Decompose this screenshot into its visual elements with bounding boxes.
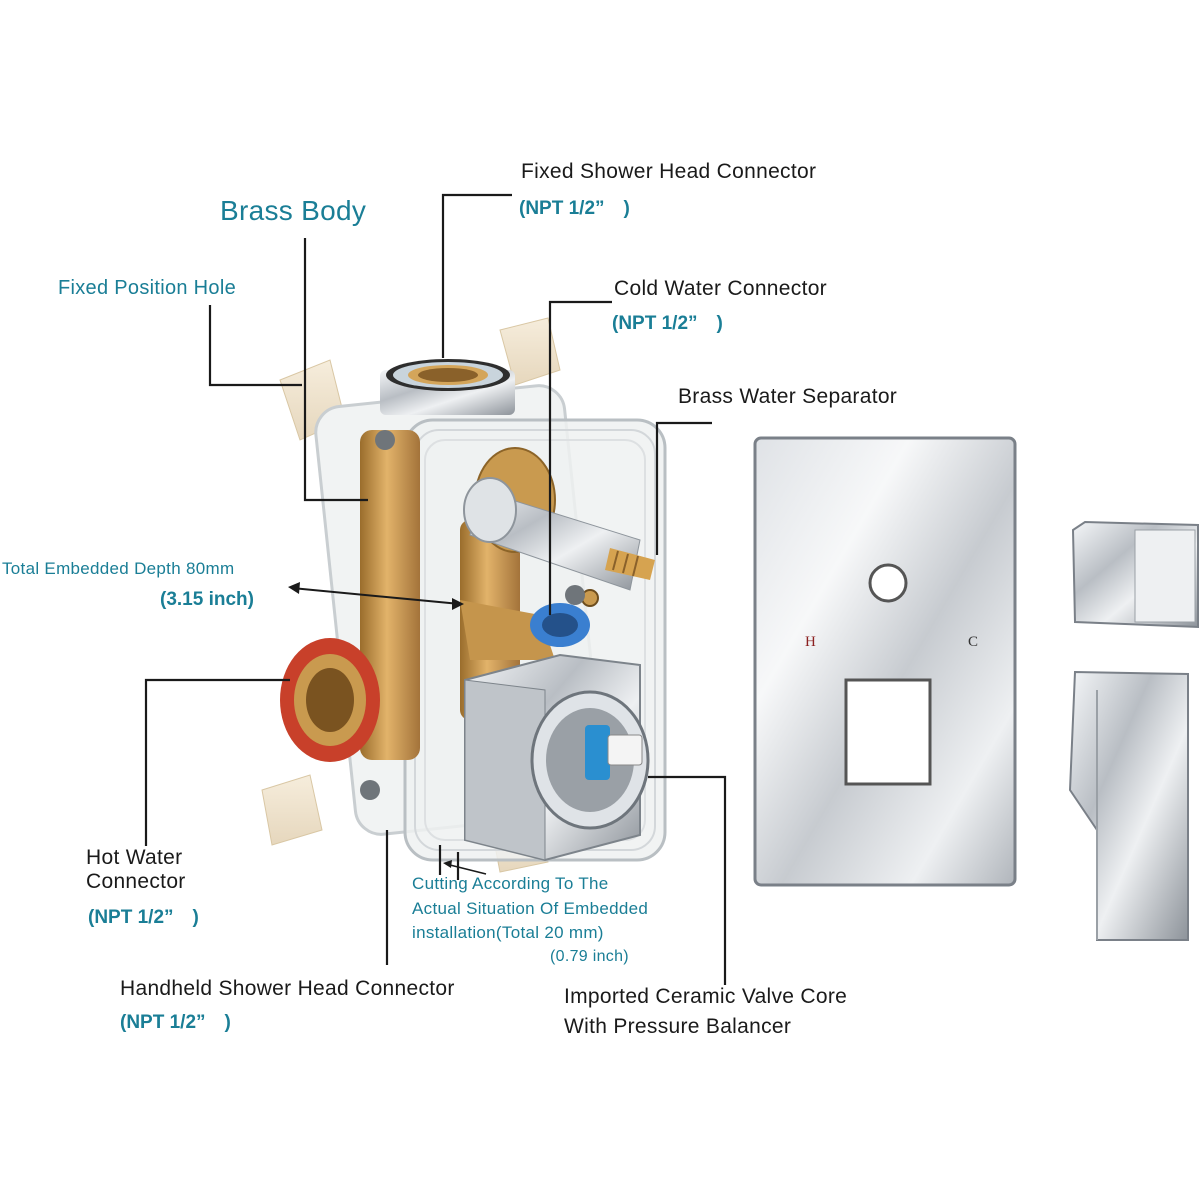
cut-arrow [443, 860, 487, 875]
spec-handheld: (NPT 1/2” ) [120, 1012, 231, 1033]
label-brass-separator: Brass Water Separator [678, 385, 898, 408]
spec-cold-water: (NPT 1/2” ) [612, 313, 723, 334]
cold-mark: C [968, 634, 978, 650]
leader-valve-core [648, 775, 727, 985]
leader-fixed-hole [208, 305, 302, 387]
label-handheld: Handheld Shower Head Connector [120, 977, 455, 1000]
screws [360, 430, 585, 800]
cutting-note-line2: Actual Situation Of Embedded [412, 899, 649, 918]
leader-fixed-shower [441, 193, 512, 358]
leader-hot-water [144, 678, 290, 846]
leader-lines [144, 193, 727, 985]
label-cold-water: Cold Water Connector [614, 277, 827, 300]
label-total-depth: Total Embedded Depth 80mm [2, 559, 235, 578]
cutting-note-line4: (0.79 inch) [550, 948, 629, 965]
hot-port [280, 638, 380, 762]
cutting-note-line1: Cutting According To The [412, 874, 609, 893]
separator-shaft [463, 477, 655, 591]
knob-cap [1071, 520, 1199, 629]
valve-cube [464, 653, 650, 862]
spec-total-depth: (3.15 inch) [160, 589, 254, 610]
label-hot-water-line1: Hot Water [86, 846, 183, 869]
label-fixed-position-hole: Fixed Position Hole [58, 277, 237, 299]
label-valve-core-line1: Imported Ceramic Valve Core [564, 985, 848, 1008]
lever-handle [1068, 670, 1189, 941]
spec-hot-water: (NPT 1/2” ) [88, 907, 199, 928]
leader-cold-water [548, 300, 612, 615]
cold-ring [530, 589, 599, 647]
leader-separator [655, 421, 712, 555]
label-hot-water-line2: Connector [86, 870, 186, 893]
hot-mark: H [805, 634, 816, 650]
spec-fixed-shower-head: (NPT 1/2” ) [519, 198, 630, 219]
leader-brass-body [303, 238, 368, 502]
depth-arrow [288, 582, 464, 610]
label-fixed-shower-head: Fixed Shower Head Connector [521, 160, 817, 183]
cutting-note-line3: installation(Total 20 mm) [412, 923, 604, 942]
label-brass-body: Brass Body [220, 195, 367, 226]
trim-plate: H C [753, 436, 1017, 887]
top-port [380, 359, 515, 415]
label-valve-core-line2: With Pressure Balancer [564, 1015, 792, 1038]
